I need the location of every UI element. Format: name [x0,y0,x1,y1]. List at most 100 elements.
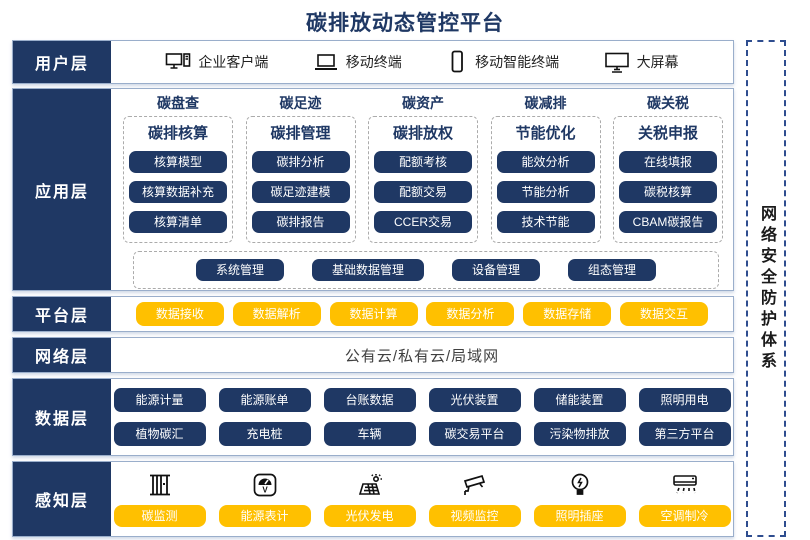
user-layer-label: 用户层 [13,41,111,83]
laptop-icon [313,51,339,73]
app-module-chip: 核算模型 [129,151,227,173]
smartphone-icon [446,50,468,74]
app-common-chip: 系统管理 [195,259,284,281]
app-module-chip: CBAM碳报告 [619,211,717,233]
app-module-chip: 碳排报告 [251,211,350,233]
user-item-label: 企业客户端 [198,54,269,70]
perception-chip: 空调制冷 [638,504,731,527]
app-column-carbon-reduction: 碳减排 节能优化 能效分析 节能分析 技术节能 [490,93,601,243]
data-source-chip: 能源计量 [113,388,206,412]
data-source-chip: 光伏装置 [428,388,521,412]
network-layer-row: 网络层 公有云/私有云/局域网 [12,337,734,373]
perception-layer-content: 碳监测 V 能源表计 [111,462,733,536]
app-column-carbon-asset: 碳资产 碳排放权 配额考核 配额交易 CCER交易 [368,93,478,243]
app-module-subtitle: 节能优化 [515,125,576,142]
security-system-text: 网络安全防护体系 [758,204,775,373]
app-common-chip: 基础数据管理 [311,259,424,281]
app-common-chip: 组态管理 [568,259,657,281]
app-common-chip: 设备管理 [452,259,541,281]
app-module-chip: 配额交易 [374,181,472,203]
desktop-pc-icon [165,51,191,73]
perception-item-energy-meter: V 能源表计 [218,472,311,527]
platform-chip: 数据分析 [426,302,515,326]
user-item-label: 移动终端 [345,54,402,70]
data-source-chip: 车辆 [323,422,416,446]
app-module-chip: 碳税核算 [619,181,717,203]
perception-item-video-surveillance: 视频监控 [428,472,521,527]
security-system-panel: 网络安全防护体系 [746,40,786,537]
app-column-header: 碳足迹 [279,95,322,111]
carbon-monitor-icon [147,472,173,498]
app-module-chip: 节能分析 [496,181,595,203]
platform-layer-content: 数据接收 数据解析 数据计算 数据分析 数据存储 数据交互 [111,297,733,331]
perception-chip: 光伏发电 [323,504,416,527]
app-module-group: 碳排管理 碳排分析 碳足迹建模 碳排报告 [245,116,356,243]
app-module-group: 关税申报 在线填报 碳税核算 CBAM碳报告 [613,116,723,243]
perception-chip: 视频监控 [428,504,521,527]
data-source-chip: 照明用电 [638,388,731,412]
data-source-chip: 碳交易平台 [428,422,521,446]
network-layer-label: 网络层 [13,338,111,372]
data-source-chip: 储能装置 [533,388,626,412]
app-module-chip: 核算清单 [129,211,227,233]
data-layer-content: 能源计量 能源账单 台账数据 光伏装置 储能装置 照明用电 植物碳汇 充电桩 车… [111,379,733,455]
app-column-header: 碳盘查 [157,95,199,111]
platform-chip: 数据解析 [232,302,321,326]
platform-chip: 数据存储 [523,302,612,326]
user-layer-row: 用户层 企业客户端 移动终端 [12,40,734,84]
app-common-modules-group: 系统管理 基础数据管理 设备管理 组态管理 [133,251,719,289]
data-source-chip: 台账数据 [323,388,416,412]
data-source-chip: 能源账单 [218,388,311,412]
app-module-group: 碳排放权 配额考核 配额交易 CCER交易 [368,116,478,243]
app-column-header: 碳减排 [524,95,567,111]
data-source-chip: 第三方平台 [638,422,731,446]
platform-chip: 数据交互 [620,302,709,326]
app-module-chip: CCER交易 [374,211,472,233]
app-module-chip: 配额考核 [374,151,472,173]
app-module-group: 碳排核算 核算模型 核算数据补充 核算清单 [123,116,233,243]
app-module-chip: 能效分析 [496,151,595,173]
user-item-smart-mobile: 移动智能终端 [446,50,559,74]
page-title: 碳排放动态管控平台 [306,12,504,35]
user-item-label: 大屏幕 [636,54,679,70]
app-module-subtitle: 碳排管理 [270,125,331,142]
perception-item-solar-power: 光伏发电 [323,472,416,527]
data-layer-row: 数据层 能源计量 能源账单 台账数据 光伏装置 储能装置 照明用电 植物碳汇 充… [12,378,734,456]
app-module-group: 节能优化 能效分析 节能分析 技术节能 [490,116,601,243]
app-column-carbon-inventory: 碳盘查 碳排核算 核算模型 核算数据补充 核算清单 [123,93,233,243]
user-item-big-screen: 大屏幕 [604,51,679,74]
app-column-header: 碳关税 [647,95,689,111]
data-source-chip: 充电桩 [218,422,311,446]
application-layer-content: 碳盘查 碳排核算 核算模型 核算数据补充 核算清单 碳足迹 碳排管理 碳排分析 … [111,89,733,290]
platform-layer-row: 平台层 数据接收 数据解析 数据计算 数据分析 数据存储 数据交互 [12,296,734,332]
app-module-chip: 核算数据补充 [129,181,227,203]
perception-item-air-conditioner: 空调制冷 [638,472,731,527]
platform-chip: 数据接收 [135,302,224,326]
perception-chip: 碳监测 [113,504,206,527]
app-module-chip: 技术节能 [496,211,595,233]
big-screen-icon [604,51,630,74]
app-module-subtitle: 关税申报 [637,125,698,142]
perception-layer-label: 感知层 [13,462,111,536]
app-column-header: 碳资产 [402,95,444,111]
data-source-chip: 植物碳汇 [113,422,206,446]
app-module-subtitle: 碳排核算 [147,125,208,142]
app-module-chip: 碳足迹建模 [251,181,350,203]
solar-power-icon [356,472,384,498]
user-layer-content: 企业客户端 移动终端 移动智能终端 [111,41,733,83]
data-source-chip: 污染物排放 [533,422,626,446]
cctv-icon [461,472,489,498]
perception-layer-row: 感知层 碳监测 V [12,461,734,537]
light-socket-icon [568,472,592,498]
perception-chip: 能源表计 [218,504,311,527]
air-conditioner-icon [671,472,699,498]
user-item-mobile-terminal: 移动终端 [313,51,402,73]
application-columns: 碳盘查 碳排核算 核算模型 核算数据补充 核算清单 碳足迹 碳排管理 碳排分析 … [123,93,723,243]
network-layer-text: 公有云/私有云/局域网 [344,347,500,365]
perception-chip: 照明插座 [533,504,626,527]
app-module-subtitle: 碳排放权 [392,125,453,142]
platform-layer-label: 平台层 [13,297,111,331]
perception-item-carbon-monitor: 碳监测 [113,472,206,527]
energy-meter-icon: V [252,472,278,498]
